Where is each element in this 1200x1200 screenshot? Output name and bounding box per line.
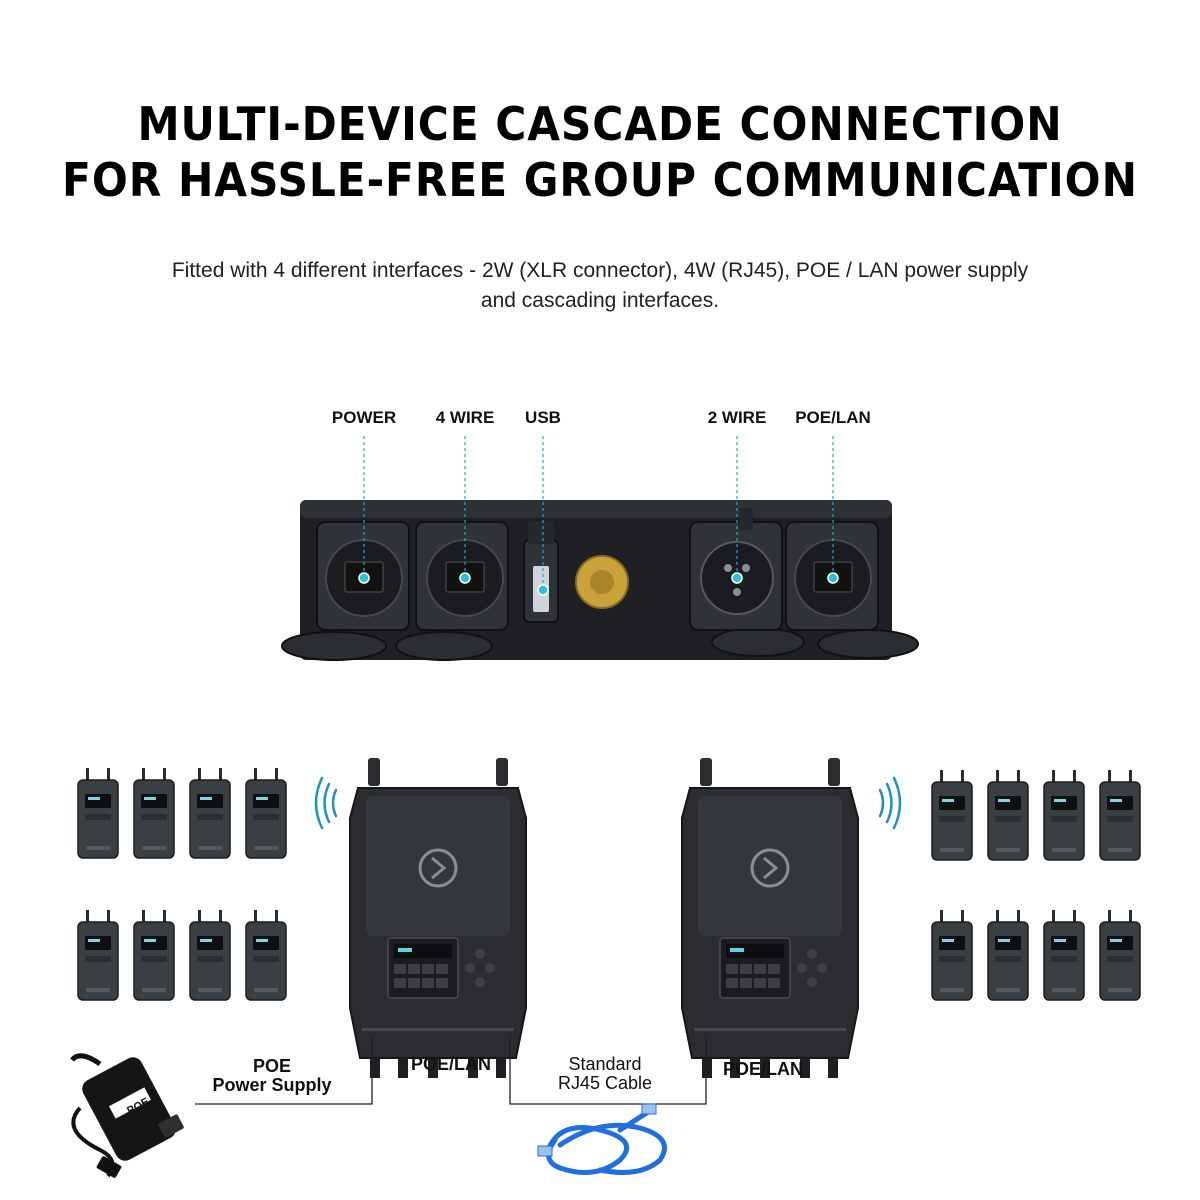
headline-line-1: MULTI-DEVICE CASCADE CONNECTION (137, 97, 1063, 151)
headline-line-2: FOR HASSLE-FREE GROUP COMMUNICATION (62, 153, 1138, 207)
left-base-station (348, 756, 528, 1080)
right-base-station (680, 756, 860, 1080)
right-beltpack-group (931, 769, 1141, 1001)
two-wire-port-label: 2 WIRE (707, 408, 767, 427)
description-line-2: and cascading interfaces. (480, 289, 720, 312)
rj45-cable-icon (545, 1109, 667, 1175)
poe-supply-label-line-1: POE (252, 1056, 291, 1076)
cable-label-line-1: Standard (568, 1054, 642, 1074)
right-poe-lan-label: POE/LAN (722, 1059, 803, 1079)
cable-label-line-2: RJ45 Cable (557, 1073, 653, 1093)
usb-port-label: USB (525, 408, 561, 427)
left-beltpack-group (77, 767, 287, 1001)
leader-dots (358, 572, 839, 596)
power-port-label: POWER (331, 408, 397, 427)
mount-screw (575, 555, 629, 609)
leader-lines (363, 436, 834, 590)
left-poe-lan-label: POE/LAN (410, 1054, 491, 1074)
connection-lines (195, 1036, 707, 1105)
poe-supply-label-line-2: Power Supply (212, 1075, 332, 1095)
left-wireless-signal-icon (314, 776, 338, 830)
poe-lan-port-label: POE/LAN (795, 408, 871, 427)
poe-power-supply-icon: POE (70, 1053, 184, 1178)
four-wire-port-label: 4 WIRE (435, 408, 495, 427)
description-line-1: Fitted with 4 different interfaces - 2W … (171, 259, 1029, 282)
usb-port (523, 522, 559, 623)
right-wireless-signal-icon (878, 776, 902, 830)
